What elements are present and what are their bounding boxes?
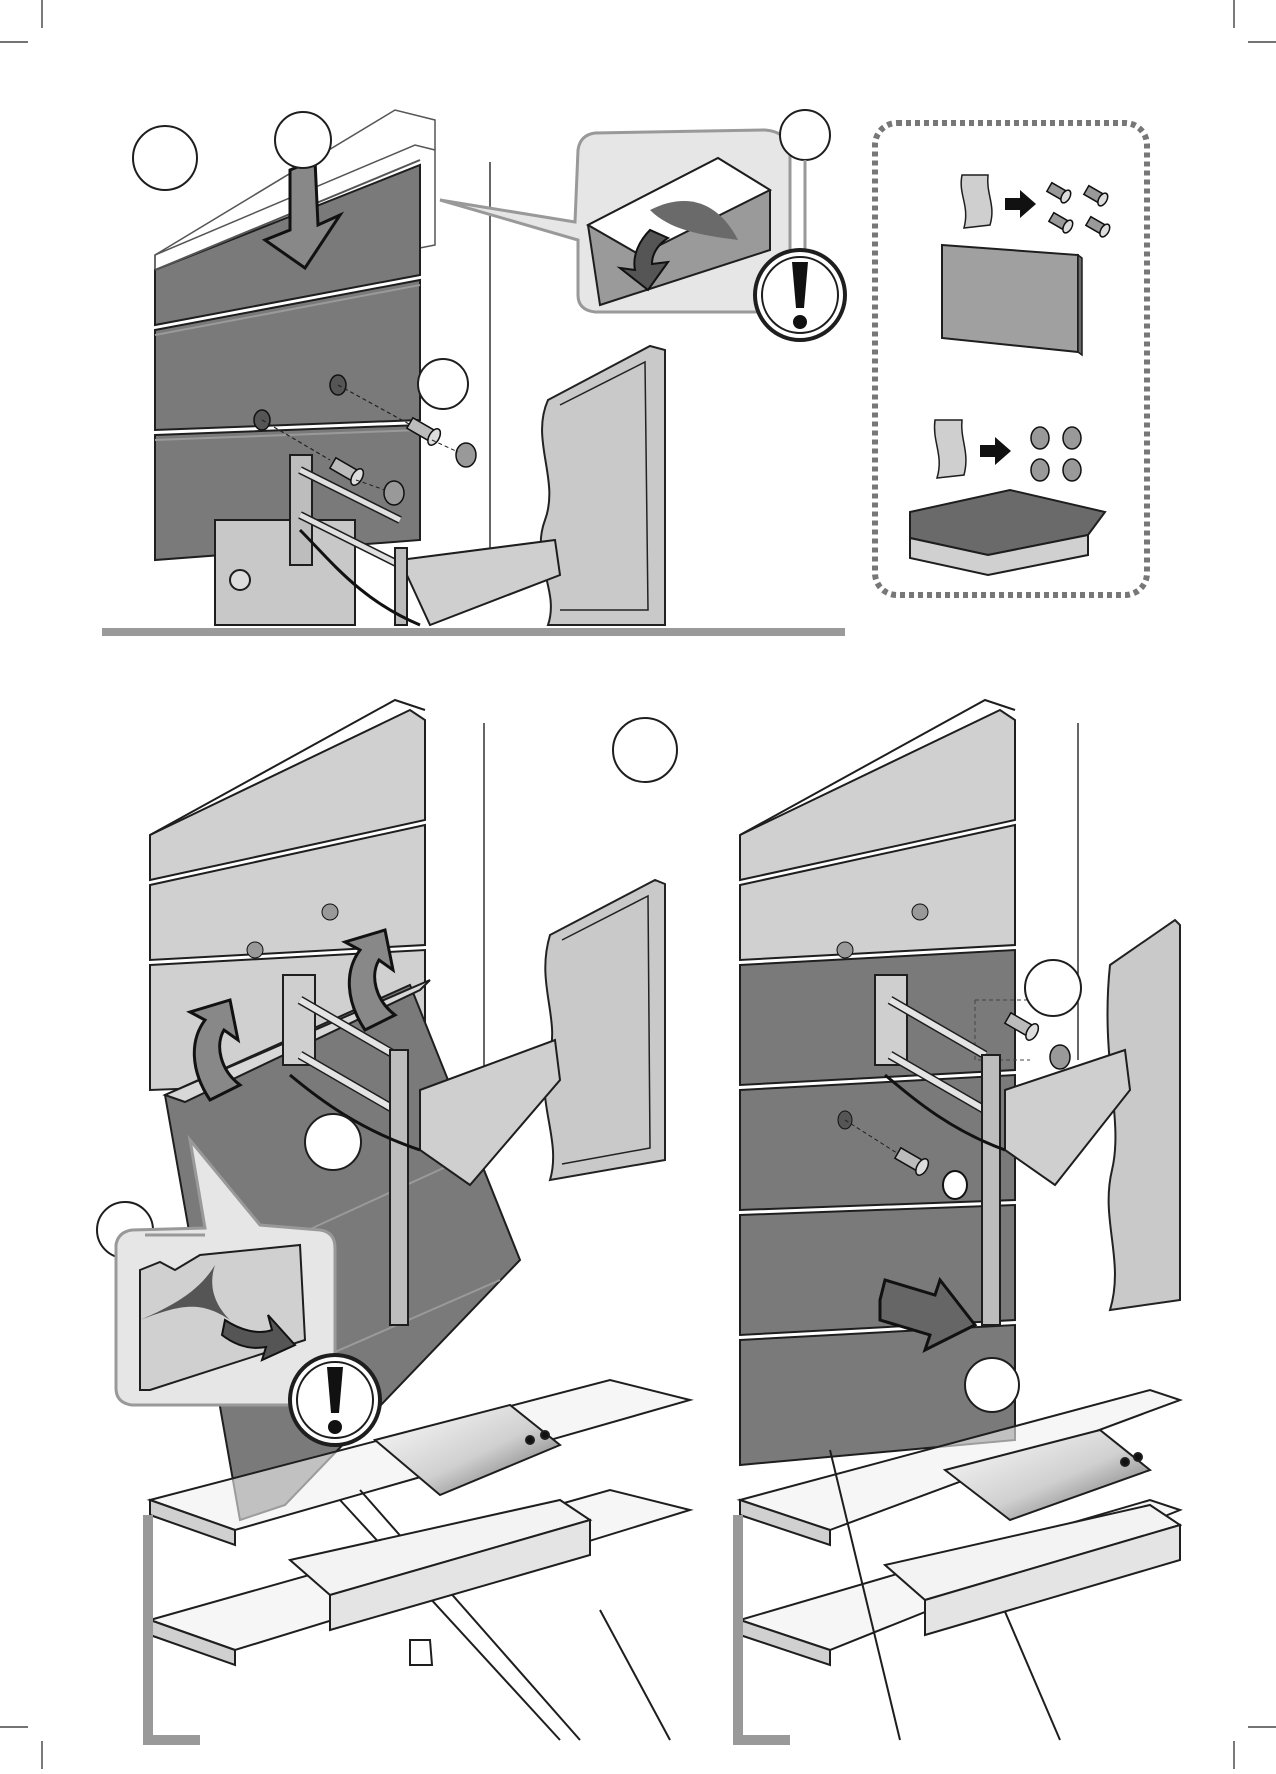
cover-cap-icon — [384, 481, 404, 505]
callout-circle — [305, 1114, 361, 1170]
callout-circle — [780, 110, 830, 160]
callout-circle — [275, 112, 331, 168]
step-bottom-right — [738, 700, 1180, 1740]
callout-circle — [613, 718, 677, 782]
tv-panel — [544, 880, 665, 1180]
step-bottom-left — [97, 700, 690, 1740]
adhesive-pad-icon — [935, 420, 966, 478]
cover-cap-icon — [456, 443, 476, 467]
cover-cap-icon — [1050, 1045, 1070, 1069]
section-divider — [102, 628, 845, 636]
panel-stack — [155, 160, 420, 560]
callout-circle — [133, 126, 197, 190]
exclamation-circle-icon — [755, 250, 845, 340]
parts-box — [875, 123, 1147, 595]
step-top-left — [133, 110, 845, 625]
adhesive-pad-icon — [961, 175, 992, 228]
exclamation-circle-icon — [290, 1355, 380, 1445]
callout-circle — [965, 1358, 1019, 1412]
detail-callout — [440, 130, 790, 312]
thin-panel — [942, 245, 1078, 352]
tv-panel — [541, 346, 665, 625]
callout-circle — [1025, 960, 1081, 1016]
tv-panel — [1107, 920, 1180, 1310]
cover-cap-icon — [943, 1171, 967, 1199]
panel-stack — [740, 700, 1015, 1465]
callout-circle — [418, 359, 468, 409]
